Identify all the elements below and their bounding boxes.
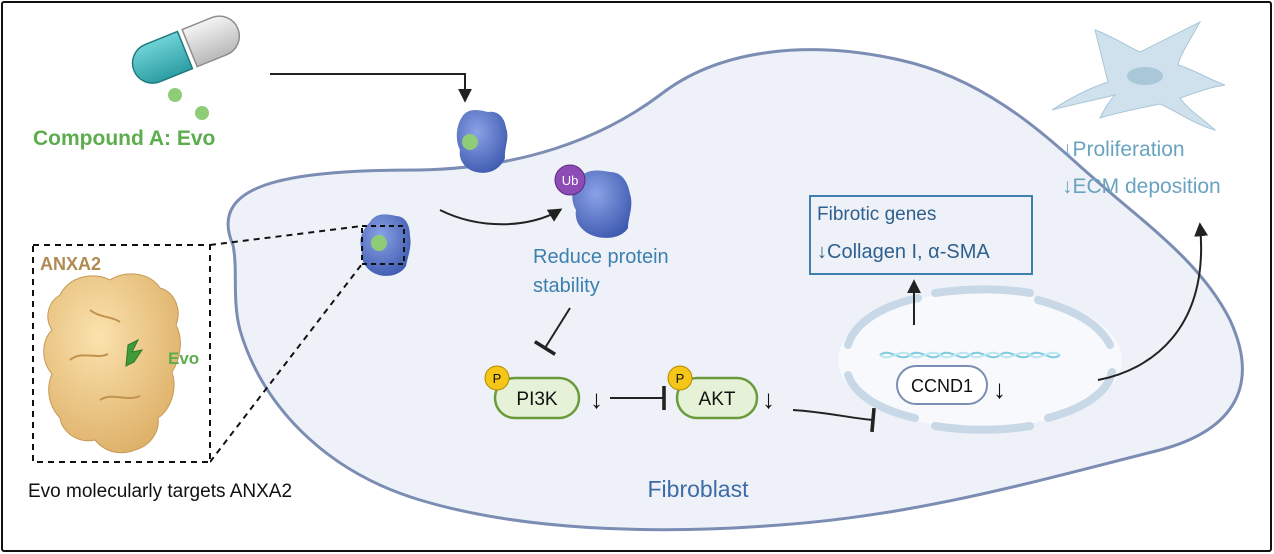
fibrotic-genes-line: ↓Collagen I, α-SMA	[817, 241, 990, 263]
anxa2-structure-icon	[43, 273, 181, 454]
outcome-line-1: ↓Proliferation	[1062, 138, 1185, 161]
ubiquitin-badge	[554, 164, 586, 196]
ccnd1-node	[896, 365, 988, 405]
fibrotic-genes-box	[809, 195, 1033, 275]
akt-label: AKT	[699, 389, 736, 410]
pi3k-down-arrow: ↓	[590, 384, 603, 414]
akt-phospho-label: P	[676, 371, 685, 386]
cellular-protein-icon	[360, 214, 411, 276]
zoom-box	[361, 225, 405, 265]
ccnd1-down-arrow: ↓	[993, 374, 1006, 404]
zoom-line-bottom	[209, 263, 363, 463]
pi3k-node	[493, 376, 581, 420]
arrow-to-outcomes	[1097, 222, 1209, 381]
ubiquitin-label: Ub	[562, 173, 579, 188]
fibrotic-genes-title: Fibrotic genes	[817, 204, 936, 225]
zoom-line-top	[209, 225, 363, 246]
pi3k-label: PI3K	[516, 389, 558, 410]
inhibit-mechanism-to-pi3k	[533, 307, 571, 356]
inset-protein-label: ANXA2	[40, 254, 101, 274]
cell-label: Fibroblast	[648, 476, 750, 502]
arrow-to-ubiquitination	[439, 208, 563, 226]
ubiquitinated-protein-icon	[572, 170, 632, 238]
pi3k-phospho-badge	[484, 365, 510, 391]
ccnd1-label: CCND1	[911, 376, 973, 396]
pi3k-phospho-label: P	[493, 371, 502, 386]
mechanism-line-1: Reduce protein	[533, 246, 669, 268]
anxa2-protein-icon	[456, 109, 508, 173]
compound-label: Compound A: Evo	[33, 127, 215, 150]
mechanism-line-2: stability	[533, 275, 600, 297]
inhibit-akt-to-ccnd1	[792, 407, 876, 433]
dna-helix-icon	[879, 351, 1061, 359]
akt-phospho-badge	[667, 365, 693, 391]
akt-node	[675, 376, 759, 420]
compound-dot	[195, 106, 209, 120]
arrow-capsule-to-protein	[270, 73, 472, 103]
akt-down-arrow: ↓	[762, 384, 775, 414]
outcome-line-2: ↓ECM deposition	[1062, 175, 1221, 198]
fibroblast-icon	[1051, 20, 1226, 131]
compound-dot	[168, 88, 182, 102]
inset-caption: Evo molecularly targets ANXA2	[28, 481, 292, 502]
inset-ligand-label: Evo	[168, 349, 199, 368]
capsule-icon	[131, 15, 240, 84]
